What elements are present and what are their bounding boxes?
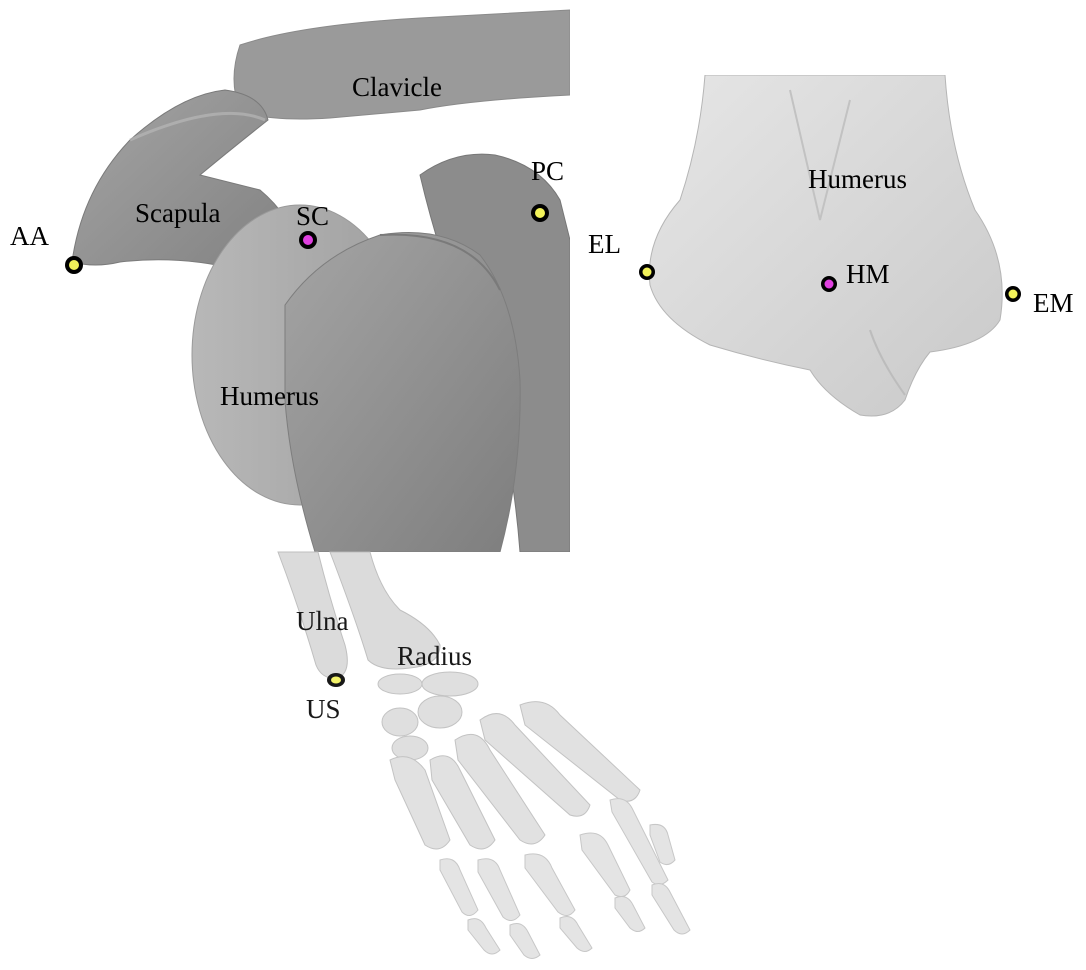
landmark-marker-aa [65, 256, 83, 274]
landmark-label-sc: SC [296, 201, 329, 231]
humerus-bone [285, 233, 520, 553]
landmark-marker-el [639, 264, 655, 280]
label-scapula: Scapula [135, 198, 220, 228]
landmark-marker-pc [531, 204, 549, 222]
landmark-label-el: EL [588, 229, 621, 259]
wrist-panel: Ulna Radius US [278, 552, 690, 959]
landmark-label-pc: PC [531, 156, 564, 186]
elbow-panel [649, 75, 1002, 416]
label-humerus-shoulder: Humerus [220, 381, 319, 411]
label-clavicle: Clavicle [352, 72, 442, 102]
landmark-label-em: EM [1033, 288, 1074, 318]
landmark-label-hm: HM [846, 259, 890, 289]
landmark-marker-hm [821, 276, 837, 292]
landmark-marker-us [327, 673, 345, 687]
clavicle-bone [234, 10, 570, 119]
landmark-marker-em [1005, 286, 1021, 302]
label-radius: Radius [397, 641, 472, 671]
landmark-label-aa: AA [10, 221, 49, 251]
landmark-label-us: US [306, 694, 341, 724]
distal-humerus-bone [649, 75, 1002, 416]
landmark-marker-sc [299, 231, 317, 249]
shoulder-panel: Clavicle Scapula Humerus SC PC [65, 10, 570, 552]
label-humerus-elbow: Humerus [808, 164, 907, 194]
label-ulna: Ulna [296, 606, 349, 636]
